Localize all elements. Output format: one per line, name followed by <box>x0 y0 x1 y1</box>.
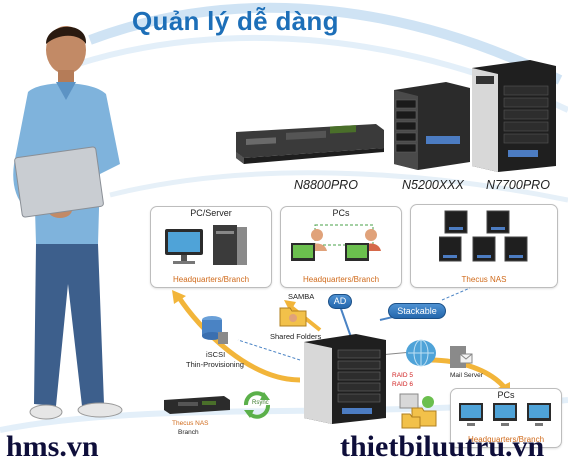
panel-pcs-bottom-caption: Headquarters/Branch <box>467 435 545 444</box>
backup-folders-icon <box>399 393 437 429</box>
panel-pc-server-caption: Headquarters/Branch <box>172 275 250 284</box>
nas-cluster-icon <box>439 210 528 262</box>
internet-globe-icon <box>406 339 436 367</box>
central-nas-device <box>304 334 386 424</box>
rack-nas-device <box>236 124 384 164</box>
tower-nas-device <box>472 60 556 172</box>
model-label-n8800pro: N8800PRO <box>294 178 358 192</box>
database-stack-icon <box>202 316 228 344</box>
panel-pcs-bottom-title: PCs <box>497 390 515 400</box>
panel-thecus-nas: Thecus NAS <box>410 204 558 288</box>
mail-server-icon <box>450 346 473 368</box>
users-computers-icon <box>291 224 381 261</box>
rsync-sync-icon <box>244 391 270 419</box>
panel-pcs-top: PCs Headquarters/Branch <box>280 206 402 288</box>
panel-pc-server: PC/Server Headquarters/Branch <box>150 206 272 288</box>
thin-provisioning-label: Thin-Provisioning <box>186 360 244 369</box>
footer-left-brand: hms.vn <box>6 430 99 463</box>
computers-row-icon <box>459 403 551 426</box>
shared-folders-label: Shared Folders <box>270 332 322 341</box>
panel-pc-server-title: PC/Server <box>190 208 232 218</box>
shared-folder-icon <box>279 307 307 327</box>
ad-badge: AD <box>328 294 352 309</box>
panel-pcs-top-caption: Headquarters/Branch <box>302 275 380 284</box>
desktop-computer-icon <box>165 225 247 265</box>
iscsi-label: iSCSI <box>206 350 226 359</box>
mid-nas-device <box>394 82 470 170</box>
panel-pcs-top-title: PCs <box>332 208 350 218</box>
raid6-label: RAID 6 <box>392 381 413 388</box>
businessman-illustration <box>13 26 123 420</box>
model-label-n5200xxx: N5200XXX <box>402 178 464 192</box>
branch-label: Branch <box>178 429 199 436</box>
branch-nas-device <box>164 396 230 414</box>
panel-pcs-bottom: PCs Headquarters/Branch <box>450 388 562 448</box>
panel-thecus-nas-caption: Thecus NAS <box>461 275 507 284</box>
samba-label: SAMBA <box>288 292 315 301</box>
branch-nas-label: Thecus NAS <box>172 420 209 427</box>
page-title: Quản lý dễ dàng <box>132 6 339 36</box>
mail-server-label: Mail Server <box>450 372 483 379</box>
model-label-n7700pro: N7700PRO <box>486 178 550 192</box>
rsync-label: Rsync <box>252 400 269 406</box>
stackable-badge: Stackable <box>388 303 446 319</box>
raid5-label: RAID 5 <box>392 372 413 379</box>
footer-right-brand: thietbiluutru.vn <box>340 430 545 463</box>
